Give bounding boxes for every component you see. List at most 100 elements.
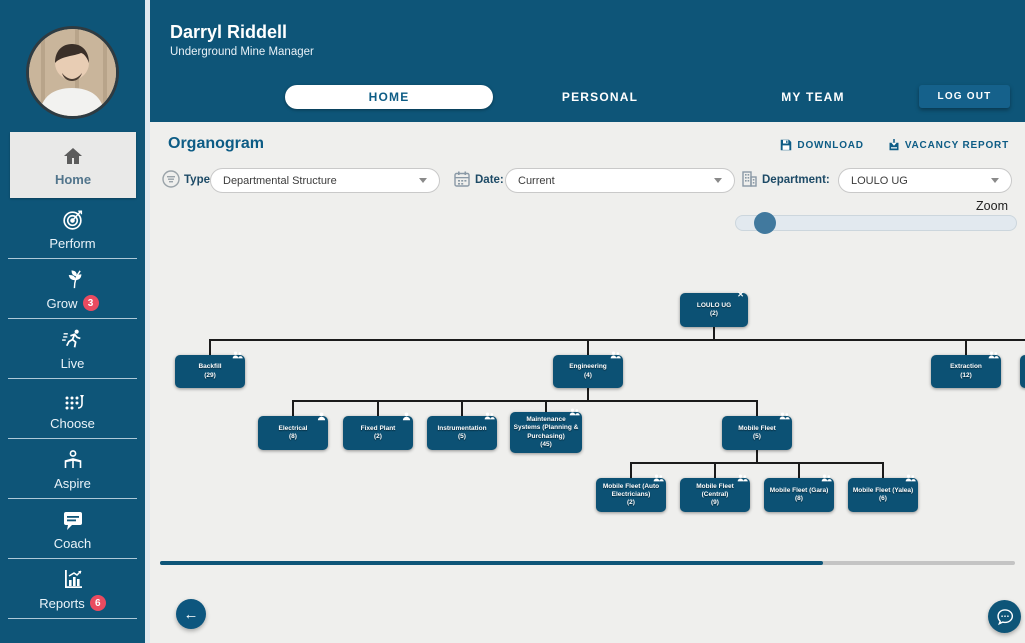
filter-bar: Type: Departmental Structure Date: Curre… (150, 168, 1025, 194)
org-node-mobile-fleet-gara[interactable]: Mobile Fleet (Gara)(8) (764, 474, 834, 512)
sidebar-divider (145, 0, 150, 643)
vacancy-report-button[interactable]: VACANCY REPORT (888, 139, 1009, 151)
sidebar-item-coach[interactable]: Coach (8, 499, 137, 559)
avatar[interactable] (26, 26, 119, 119)
zoom-slider-thumb[interactable] (754, 212, 776, 234)
sidebar-item-home[interactable]: Home (10, 132, 136, 198)
main-content: Organogram DOWNLOAD VACANCY REPORT Type:… (150, 122, 1025, 643)
org-node-count: (2) (627, 499, 635, 507)
org-node-count: (45) (540, 440, 552, 448)
org-connector-line (292, 400, 758, 402)
zoom-slider-track[interactable] (735, 215, 1017, 231)
org-node-electrical[interactable]: Electrical(8) (258, 412, 328, 450)
org-node-count: (5) (753, 433, 761, 440)
people-group-icon (737, 474, 748, 485)
chevron-down-icon (714, 178, 722, 183)
chat-button[interactable] (988, 600, 1021, 633)
org-connector-line (377, 400, 379, 416)
org-node-label: Mobile Fleet (Central) (696, 482, 734, 498)
people-group-icon (779, 412, 790, 423)
org-connector-line (756, 400, 758, 416)
tab-personal[interactable]: PERSONAL (561, 90, 639, 104)
org-connector-line (882, 462, 884, 478)
org-node-label: Instrumentation (437, 424, 487, 432)
date-dropdown-value: Current (518, 174, 555, 187)
people-group-icon (569, 408, 580, 419)
org-node-offscreen-node[interactable] (1020, 355, 1025, 388)
log-out-button[interactable]: LOG OUT (919, 85, 1010, 108)
people-group-icon (610, 351, 621, 362)
org-connector-line (209, 339, 211, 355)
toolbar-actions: DOWNLOAD VACANCY REPORT (780, 139, 1009, 151)
notification-badge: 6 (89, 595, 106, 611)
org-node-label: Fixed Plant (360, 424, 396, 432)
target-icon (60, 207, 86, 233)
org-node-backfill[interactable]: Backfill(29) (175, 351, 245, 388)
chevron-down-icon (991, 178, 999, 183)
org-node-count: (29) (204, 371, 216, 379)
org-connector-line (965, 339, 967, 355)
org-connector-line (630, 462, 632, 478)
type-dropdown-value: Departmental Structure (223, 174, 337, 187)
people-group-icon (988, 351, 999, 362)
org-node-maintenance-systems[interactable]: Maintenance Systems (Planning & Purchasi… (510, 408, 582, 453)
org-node-extraction[interactable]: Extraction(12) (931, 351, 1001, 388)
page-title: Organogram (168, 135, 265, 152)
download-button[interactable]: DOWNLOAD (780, 139, 863, 151)
sidebar-item-label: Choose (50, 415, 95, 431)
org-node-count: (12) (960, 371, 972, 379)
close-icon[interactable]: ✕ (737, 290, 744, 299)
org-node-engineering[interactable]: Engineering(4) (553, 351, 623, 388)
sidebar-item-perform[interactable]: Perform (8, 199, 137, 259)
org-node-mobile-fleet-yalea[interactable]: Mobile Fleet (Yalea)(6) (848, 474, 918, 512)
date-filter-label: Date: (475, 174, 504, 186)
org-node-label: Extraction (950, 363, 982, 371)
date-dropdown[interactable]: Current (505, 168, 735, 193)
org-node-mobile-fleet-central[interactable]: Mobile Fleet (Central)(9) (680, 474, 750, 512)
people-group-icon (232, 351, 243, 362)
calendar-icon (454, 171, 470, 187)
org-node-label: Backfill (198, 363, 222, 371)
sidebar-item-choose[interactable]: Choose (8, 379, 137, 439)
type-dropdown[interactable]: Departmental Structure (210, 168, 440, 193)
org-node-mobile-fleet[interactable]: Mobile Fleet(5) (722, 412, 792, 450)
people-group-icon (821, 474, 832, 485)
sidebar-item-label: Perform (49, 235, 96, 251)
department-dropdown[interactable]: LOULO UG (838, 168, 1012, 193)
tab-my-team[interactable]: MY TEAM (781, 90, 845, 104)
user-name: Darryl Riddell (170, 22, 288, 42)
org-connector-line (292, 400, 294, 416)
org-connector-line (756, 450, 758, 464)
bar-chart-icon (60, 566, 86, 592)
org-node-instrumentation[interactable]: Instrumentation(5) (427, 412, 497, 450)
org-connector-line (798, 462, 800, 478)
sidebar-item-aspire[interactable]: Aspire (8, 439, 137, 499)
type-filter-label: Type: (184, 174, 214, 186)
department-filter-label: Department: (762, 174, 830, 186)
organogram-canvas: ✕LOULO UG(2)Backfill(29)Engineering(4)Ex… (150, 122, 1025, 643)
sidebar-item-label: Live (60, 355, 85, 371)
org-node-label: Mobile Fleet (738, 424, 776, 432)
tab-home[interactable]: HOME (285, 85, 493, 109)
org-node-label: Engineering (569, 363, 607, 371)
horizontal-scrollbar[interactable] (160, 561, 1015, 565)
chat-bubble-icon (996, 608, 1013, 625)
department-dropdown-value: LOULO UG (851, 174, 908, 187)
back-button[interactable]: ← (176, 599, 206, 629)
org-node-fixed-plant[interactable]: Fixed Plant(2) (343, 412, 413, 450)
sidebar-item-live[interactable]: Live (8, 319, 137, 379)
org-connector-line (587, 388, 589, 402)
org-node-mobile-fleet-auto-electricians[interactable]: Mobile Fleet (Auto Electricians)(2) (596, 474, 666, 512)
sidebar-item-label: Coach (53, 535, 92, 551)
org-node-count: (9) (711, 499, 719, 507)
running-icon (60, 327, 86, 353)
org-connector-line (714, 462, 716, 478)
back-arrow-icon: ← (183, 605, 199, 623)
people-group-icon (653, 474, 664, 485)
scrollbar-thumb[interactable] (160, 561, 823, 565)
org-node-loulo-ug[interactable]: ✕LOULO UG(2) (680, 290, 748, 327)
